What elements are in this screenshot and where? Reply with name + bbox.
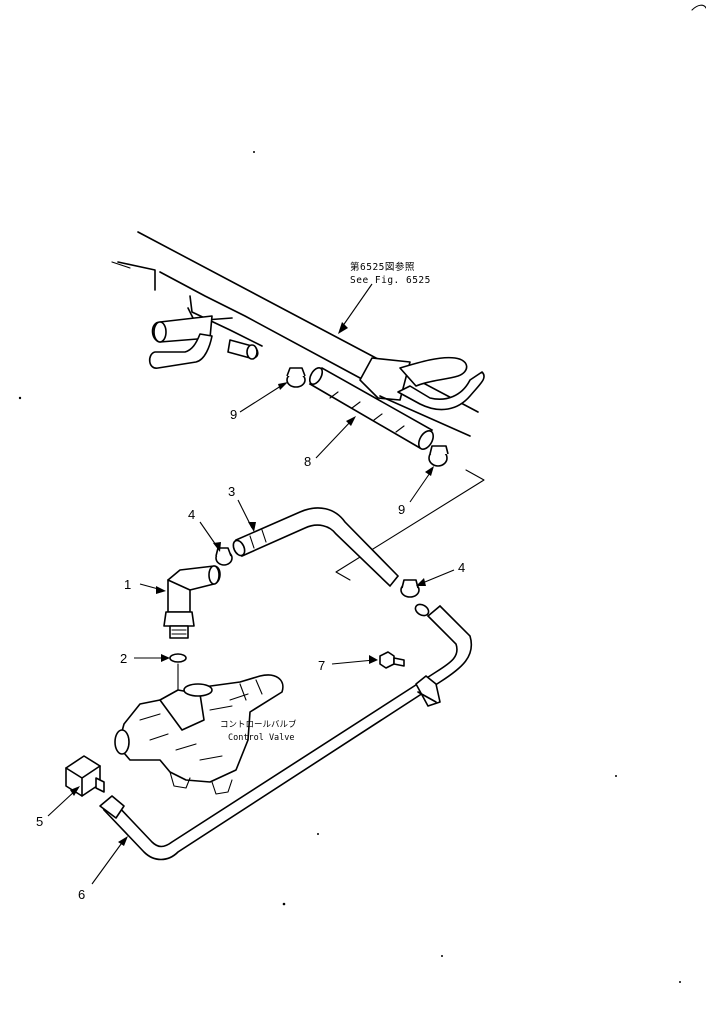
clamp-part-4-b — [400, 579, 420, 598]
reference-label-en: See Fig. 6525 — [350, 275, 431, 286]
control-valve-label-jp: コントロールバルブ — [220, 719, 297, 730]
control-valve — [114, 674, 284, 795]
o-ring-part-2 — [169, 653, 187, 663]
clamp-part-4-a — [215, 547, 233, 566]
callout-9-upper: 9 — [230, 407, 237, 422]
callout-4-left: 4 — [188, 507, 195, 522]
scan-specks — [18, 4, 706, 983]
callout-3: 3 — [228, 484, 235, 499]
clip-part-7 — [415, 675, 441, 707]
pipe-part-6 — [99, 603, 473, 861]
callout-7: 7 — [318, 658, 325, 673]
callout-5: 5 — [36, 814, 43, 829]
callout-4-right: 4 — [458, 560, 465, 575]
hose-part-3 — [232, 507, 400, 588]
callout-leaders — [47, 382, 455, 885]
hose-part-8 — [308, 366, 435, 450]
callout-8: 8 — [304, 454, 311, 469]
callout-2: 2 — [120, 651, 127, 666]
fitting-part-5 — [65, 755, 105, 797]
callout-1: 1 — [124, 577, 131, 592]
elbow-fitting-part-1 — [163, 565, 221, 639]
reference-label-jp: 第6525図参照 — [350, 261, 415, 273]
callout-9-lower: 9 — [398, 502, 405, 517]
clamp-part-9-a — [286, 367, 306, 388]
control-valve-label-en: Control Valve — [228, 733, 295, 743]
clamp-part-9-b — [428, 445, 449, 467]
reference-bracket — [335, 469, 485, 581]
upper-assembly — [111, 231, 485, 437]
bolt-part-7 — [379, 651, 405, 669]
callout-6: 6 — [78, 887, 85, 902]
